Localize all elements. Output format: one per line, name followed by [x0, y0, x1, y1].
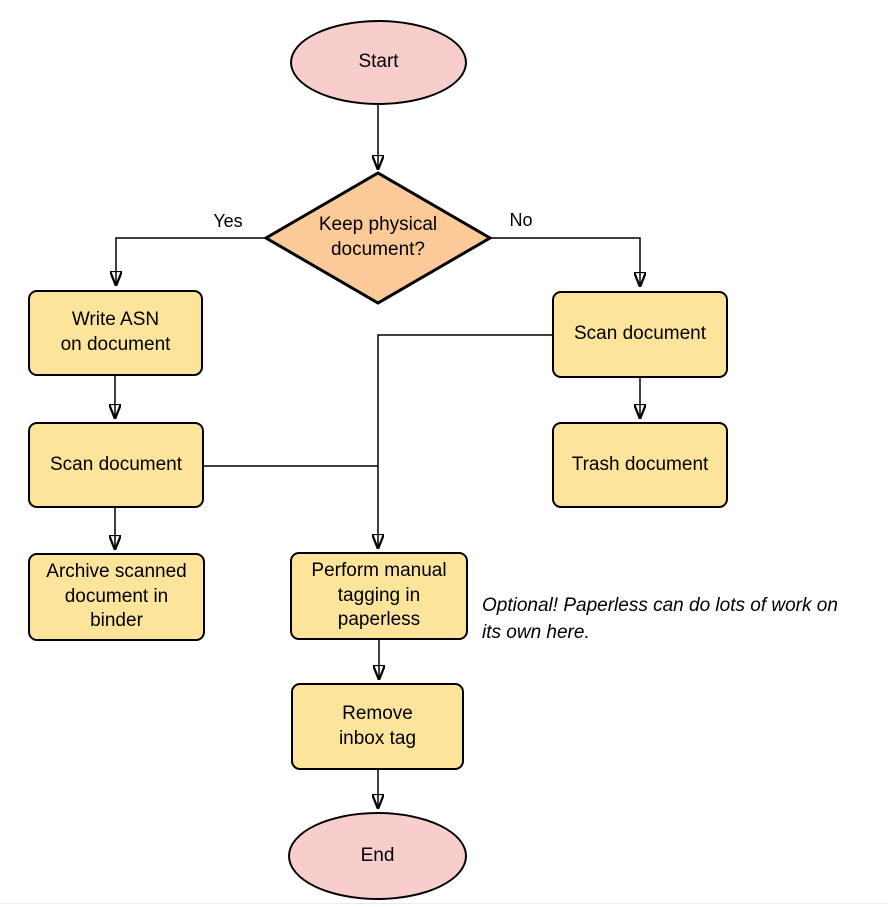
annotation-optional-paperless: Optional! Paperless can do lots of work …	[482, 595, 838, 643]
node-write-asn-on-document: Write ASN on document	[28, 290, 203, 376]
edge-scan-right-to-tagging	[378, 334, 552, 549]
edge-decision-yes-to-write-asn	[116, 237, 268, 286]
node-trash-document: Trash document	[552, 422, 728, 508]
node-archive-scanned-document: Archive scanned document in binder	[28, 553, 205, 641]
edge-label-no: No	[509, 210, 533, 230]
edge-decision-no-to-scan-right	[488, 237, 640, 287]
node-start: Start	[290, 20, 467, 105]
bottom-divider	[0, 903, 888, 904]
node-end: End	[288, 812, 467, 900]
decision-diamond-shape	[263, 171, 493, 305]
node-remove-inbox-tag: Remove inbox tag	[291, 683, 464, 770]
node-scan-document-right: Scan document	[552, 291, 728, 378]
node-scan-document-left: Scan document	[28, 422, 204, 508]
node-perform-manual-tagging: Perform manual tagging in paperless	[290, 552, 468, 640]
node-decision-keep-physical-document: Keep physical document?	[318, 214, 438, 260]
edge-label-yes: Yes	[213, 211, 243, 231]
